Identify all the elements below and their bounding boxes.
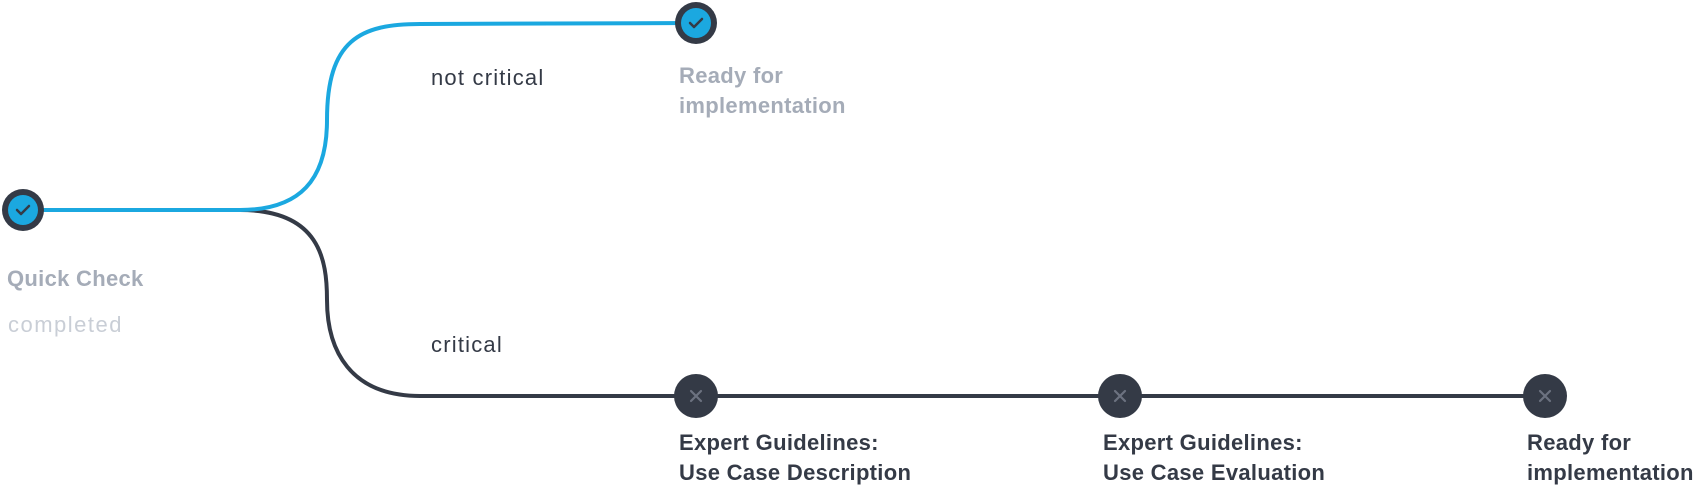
- expert-use-case-description-title: Expert Guidelines: Use Case Description: [679, 428, 911, 488]
- node-expert-use-case-description[interactable]: [674, 374, 718, 418]
- expert-use-case-description-line-1: Expert Guidelines:: [679, 430, 879, 455]
- ready-top-title-line-1: Ready for: [679, 63, 784, 88]
- expert-use-case-description-line-2: Use Case Description: [679, 460, 912, 485]
- connector-critical: [24, 208, 1545, 398]
- ready-end-title: Ready for implementation: [1527, 428, 1694, 488]
- ready-end-title-line-2: implementation: [1527, 460, 1694, 485]
- branch-label-not-critical: not critical: [431, 65, 545, 90]
- node-quick-check[interactable]: [2, 189, 44, 231]
- check-icon: [688, 17, 704, 29]
- ready-end-title-line-1: Ready for: [1527, 430, 1632, 455]
- expert-use-case-evaluation-line-1: Expert Guidelines:: [1103, 430, 1303, 455]
- cross-icon: [1113, 389, 1127, 403]
- node-ready-end[interactable]: [1523, 374, 1567, 418]
- expert-use-case-evaluation-title: Expert Guidelines: Use Case Evaluation: [1103, 428, 1325, 488]
- quick-check-status: completed: [8, 312, 124, 337]
- cross-icon: [1538, 389, 1552, 403]
- node-expert-use-case-evaluation[interactable]: [1098, 374, 1142, 418]
- node-ready-top[interactable]: [675, 2, 717, 44]
- connector-not-critical: [24, 21, 697, 212]
- check-icon: [15, 204, 31, 216]
- quick-check-title: Quick Check: [7, 266, 144, 291]
- branch-label-critical: critical: [431, 332, 503, 357]
- ready-top-title: Ready for implementation: [679, 61, 846, 121]
- ready-top-title-line-2: implementation: [679, 93, 846, 118]
- cross-icon: [689, 389, 703, 403]
- expert-use-case-evaluation-line-2: Use Case Evaluation: [1103, 460, 1326, 485]
